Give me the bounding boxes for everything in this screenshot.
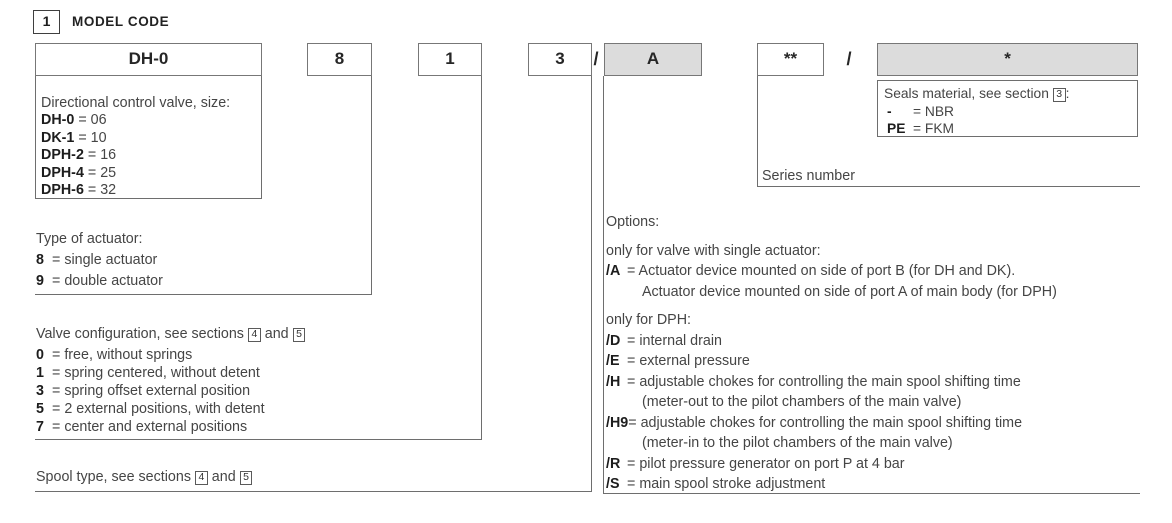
legend-item: /R= pilot pressure generator on port P a… <box>606 455 905 472</box>
legend-item-continuation: Actuator device mounted on side of port … <box>642 283 1057 300</box>
page-title: MODEL CODE <box>72 14 170 29</box>
legend-item: /H9= adjustable chokes for controlling t… <box>606 414 1023 431</box>
config-legend: Valve configuration, see sections 4 and … <box>36 324 306 436</box>
actuator-legend-title: Type of actuator: <box>36 231 143 247</box>
options-group2-label: only for DPH: <box>606 312 692 328</box>
code-box-spool: 3 <box>528 43 592 76</box>
legend-item: 5= 2 external positions, with detent <box>36 401 265 417</box>
section-ref-5: 5 <box>239 470 253 485</box>
legend-item: /A= Actuator device mounted on side of p… <box>606 263 1016 279</box>
slash-separator-2: / <box>846 49 852 69</box>
connector-spool <box>35 76 592 492</box>
legend-item: 0= free, without springs <box>36 347 193 363</box>
code-box-seals: * <box>877 43 1138 76</box>
seals-legend-title: Seals material, see section 3: <box>884 86 1070 102</box>
legend-item: DH-0 = 06 <box>41 112 107 129</box>
actuator-legend: Type of actuator: 8= single actuator 9= … <box>36 229 163 292</box>
legend-item: /H= adjustable chokes for controlling th… <box>606 373 1021 390</box>
legend-item: 8= single actuator <box>36 252 158 268</box>
legend-item-note: (meter-out to the pilot chambers of the … <box>642 394 962 410</box>
connector-options <box>603 76 1140 494</box>
legend-item: DPH-6 = 32 <box>41 182 117 199</box>
spool-legend: Spool type, see sections 4 and 5 <box>36 467 253 487</box>
series-number-label: Series number <box>762 168 855 184</box>
code-box-config: 1 <box>418 43 482 76</box>
options-legend: Options: only for valve with single actu… <box>606 212 1057 495</box>
size-legend-title: Directional control valve, size: <box>41 95 231 111</box>
connector-size <box>35 76 262 199</box>
connector-series <box>757 76 1140 187</box>
spool-legend-title: Spool type, see sections 4 and 5 <box>36 467 253 487</box>
options-title: Options: <box>606 214 660 230</box>
legend-item: -= NBR <box>887 104 955 119</box>
slash-separator-1: / <box>593 49 599 69</box>
legend-item-note: (meter-in to the pilot chambers of the m… <box>642 435 953 451</box>
legend-item: /D= internal drain <box>606 332 722 349</box>
section-ref-4: 4 <box>247 327 261 342</box>
connector-actuator <box>35 76 372 295</box>
legend-item: /E= external pressure <box>606 353 750 369</box>
config-legend-title: Valve configuration, see sections 4 and … <box>36 324 306 344</box>
legend-item: DPH-4 = 25 <box>41 164 117 181</box>
code-box-actuator: 8 <box>307 43 372 76</box>
legend-item: 1= spring centered, without detent <box>36 365 260 381</box>
size-legend: Directional control valve, size: DH-0 = … <box>41 95 230 199</box>
code-box-series: ** <box>757 43 824 76</box>
section-ref-5: 5 <box>292 327 306 342</box>
legend-item: PE= FKM <box>887 121 955 137</box>
legend-item: DPH-2 = 16 <box>41 147 117 164</box>
seals-material-box <box>877 80 1138 137</box>
legend-item: 9= double actuator <box>36 273 163 289</box>
options-group1-label: only for valve with single actuator: <box>606 242 821 259</box>
seals-legend: Seals material, see section 3: -= NBR PE… <box>884 85 1069 138</box>
legend-item: /S= main spool stroke adjustment <box>606 476 826 492</box>
section-number-badge: 1 <box>33 10 60 34</box>
legend-item: 3= spring offset external position <box>36 383 251 399</box>
section-ref-3: 3 <box>1052 87 1066 102</box>
connector-config <box>35 76 482 440</box>
section-ref-4: 4 <box>194 470 208 485</box>
legend-item: DK-1 = 10 <box>41 129 107 146</box>
code-box-option: A <box>604 43 702 76</box>
legend-item: 7= center and external positions <box>36 419 248 435</box>
code-box-size: DH-0 <box>35 43 262 76</box>
